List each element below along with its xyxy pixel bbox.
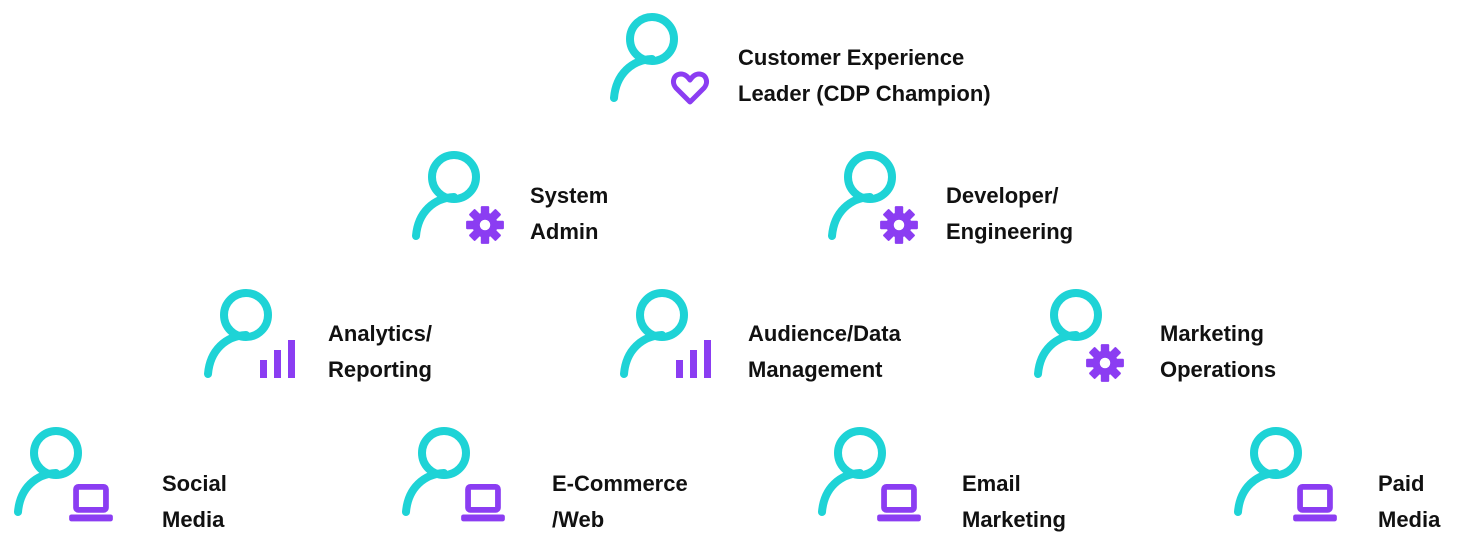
role-label-line-1: Social <box>162 471 227 496</box>
laptop-icon <box>460 480 506 526</box>
laptop-icon <box>876 480 922 526</box>
role-label: System Admin <box>530 178 608 250</box>
bar-chart-icon <box>256 340 300 380</box>
role-label-line-2: Media <box>1378 507 1441 532</box>
role-label: E-Commerce /Web <box>552 466 688 538</box>
gear-icon <box>1084 342 1126 384</box>
role-label: Email Marketing <box>962 466 1066 538</box>
role-social-media: Social Media <box>12 422 272 532</box>
role-label-line-2: Leader (CDP Champion) <box>738 81 991 106</box>
role-label-line-2: Management <box>748 357 883 382</box>
role-label-line-1: Analytics/ <box>328 321 432 346</box>
gear-icon <box>464 204 506 246</box>
role-paid-media: Paid Media <box>1232 422 1463 532</box>
role-label-line-2: /Web <box>552 507 605 532</box>
role-system-admin: System Admin <box>410 146 670 256</box>
role-label-line-2: Operations <box>1160 357 1277 382</box>
role-marketing-ops: Marketing Operations <box>1032 284 1322 394</box>
role-label: Audience/Data Management <box>748 316 901 388</box>
role-label: Paid Media <box>1378 466 1440 538</box>
role-ecommerce: E-Commerce /Web <box>400 422 740 532</box>
role-analytics: Analytics/ Reporting <box>202 284 482 394</box>
role-label-line-2: Admin <box>530 219 599 244</box>
role-audience: Audience/Data Management <box>618 284 958 394</box>
role-label-line-1: System <box>530 183 609 208</box>
role-label-line-2: Engineering <box>946 219 1074 244</box>
heart-icon <box>670 68 710 108</box>
role-label: Social Media <box>162 466 227 538</box>
role-label-line-1: Audience/Data <box>748 321 901 346</box>
role-label-line-1: Paid <box>1378 471 1425 496</box>
role-email-marketing: Email Marketing <box>816 422 1126 532</box>
role-cx-leader: Customer Experience Leader (CDP Champion… <box>608 8 1068 118</box>
role-label: Marketing Operations <box>1160 316 1276 388</box>
role-label-line-1: E-Commerce <box>552 471 688 496</box>
role-label-line-1: Customer Experience <box>738 45 965 70</box>
role-label-line-2: Media <box>162 507 225 532</box>
role-label-line-1: Developer/ <box>946 183 1059 208</box>
role-label-line-1: Marketing <box>1160 321 1264 346</box>
gear-icon <box>878 204 920 246</box>
role-developer: Developer/ Engineering <box>826 146 1146 256</box>
role-label-line-2: Marketing <box>962 507 1066 532</box>
role-label-line-2: Reporting <box>328 357 432 382</box>
laptop-icon <box>1292 480 1338 526</box>
role-label: Customer Experience Leader (CDP Champion… <box>738 40 991 112</box>
bar-chart-icon <box>672 340 716 380</box>
role-label-line-1: Email <box>962 471 1021 496</box>
role-label: Developer/ Engineering <box>946 178 1073 250</box>
role-label: Analytics/ Reporting <box>328 316 432 388</box>
laptop-icon <box>68 480 114 526</box>
